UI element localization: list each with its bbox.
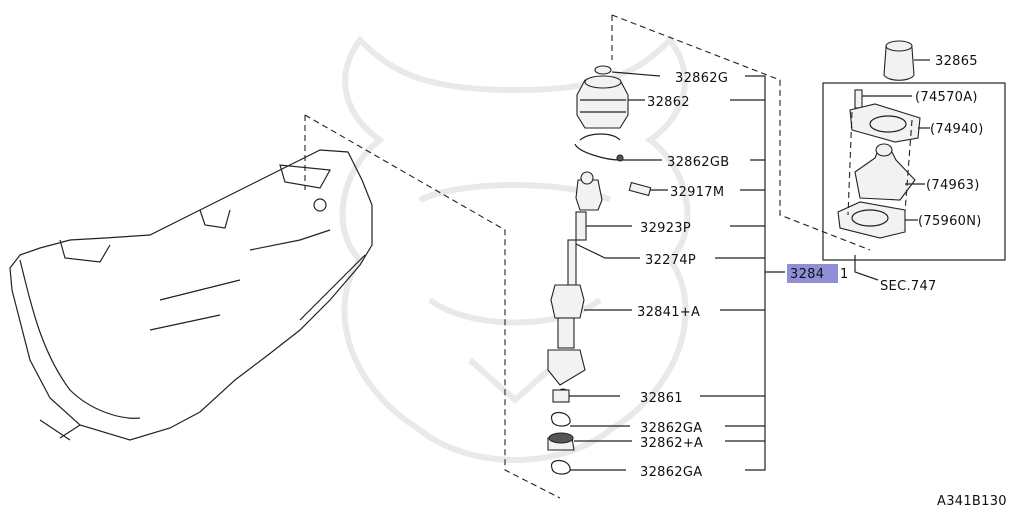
label-32861: 32861 — [640, 391, 683, 406]
watermark-emblem — [339, 35, 691, 463]
label-74940: (74940) — [930, 122, 984, 137]
transmission-case — [9, 149, 373, 441]
main-part-number[interactable]: 3284 — [790, 267, 824, 282]
label-75960N: (75960N) — [918, 214, 982, 229]
sec-747-label: SEC.747 — [880, 279, 937, 294]
label-32862-A: 32862+A — [640, 436, 703, 451]
label-32923P: 32923P — [640, 221, 691, 236]
dashed-guide-right — [611, 14, 871, 251]
label-32862: 32862 — [647, 95, 690, 110]
label-74963: (74963) — [926, 178, 980, 193]
sec-747-box — [822, 82, 1006, 261]
label-32862GA-upper: 32862GA — [640, 421, 702, 436]
label-74570A: (74570A) — [915, 90, 978, 105]
label-32862GB: 32862GB — [667, 155, 729, 170]
main-part-highlight-box[interactable] — [787, 264, 838, 283]
shift-knob — [883, 40, 930, 81]
dashed-guide-left — [304, 114, 561, 499]
leader-lines — [569, 71, 785, 471]
label-32862GA-lower: 32862GA — [640, 465, 702, 480]
label-32865: 32865 — [935, 54, 978, 69]
label-32841-A: 32841+A — [637, 305, 700, 320]
sec-747-parts — [837, 89, 930, 239]
main-part-number-suffix: 1 — [840, 267, 849, 282]
shifter-parts — [547, 65, 652, 475]
label-32274P: 32274P — [645, 253, 696, 268]
label-32917M: 32917M — [670, 185, 724, 200]
diagram-code: A341B130 — [937, 494, 1007, 509]
label-32862G: 32862G — [675, 71, 728, 86]
